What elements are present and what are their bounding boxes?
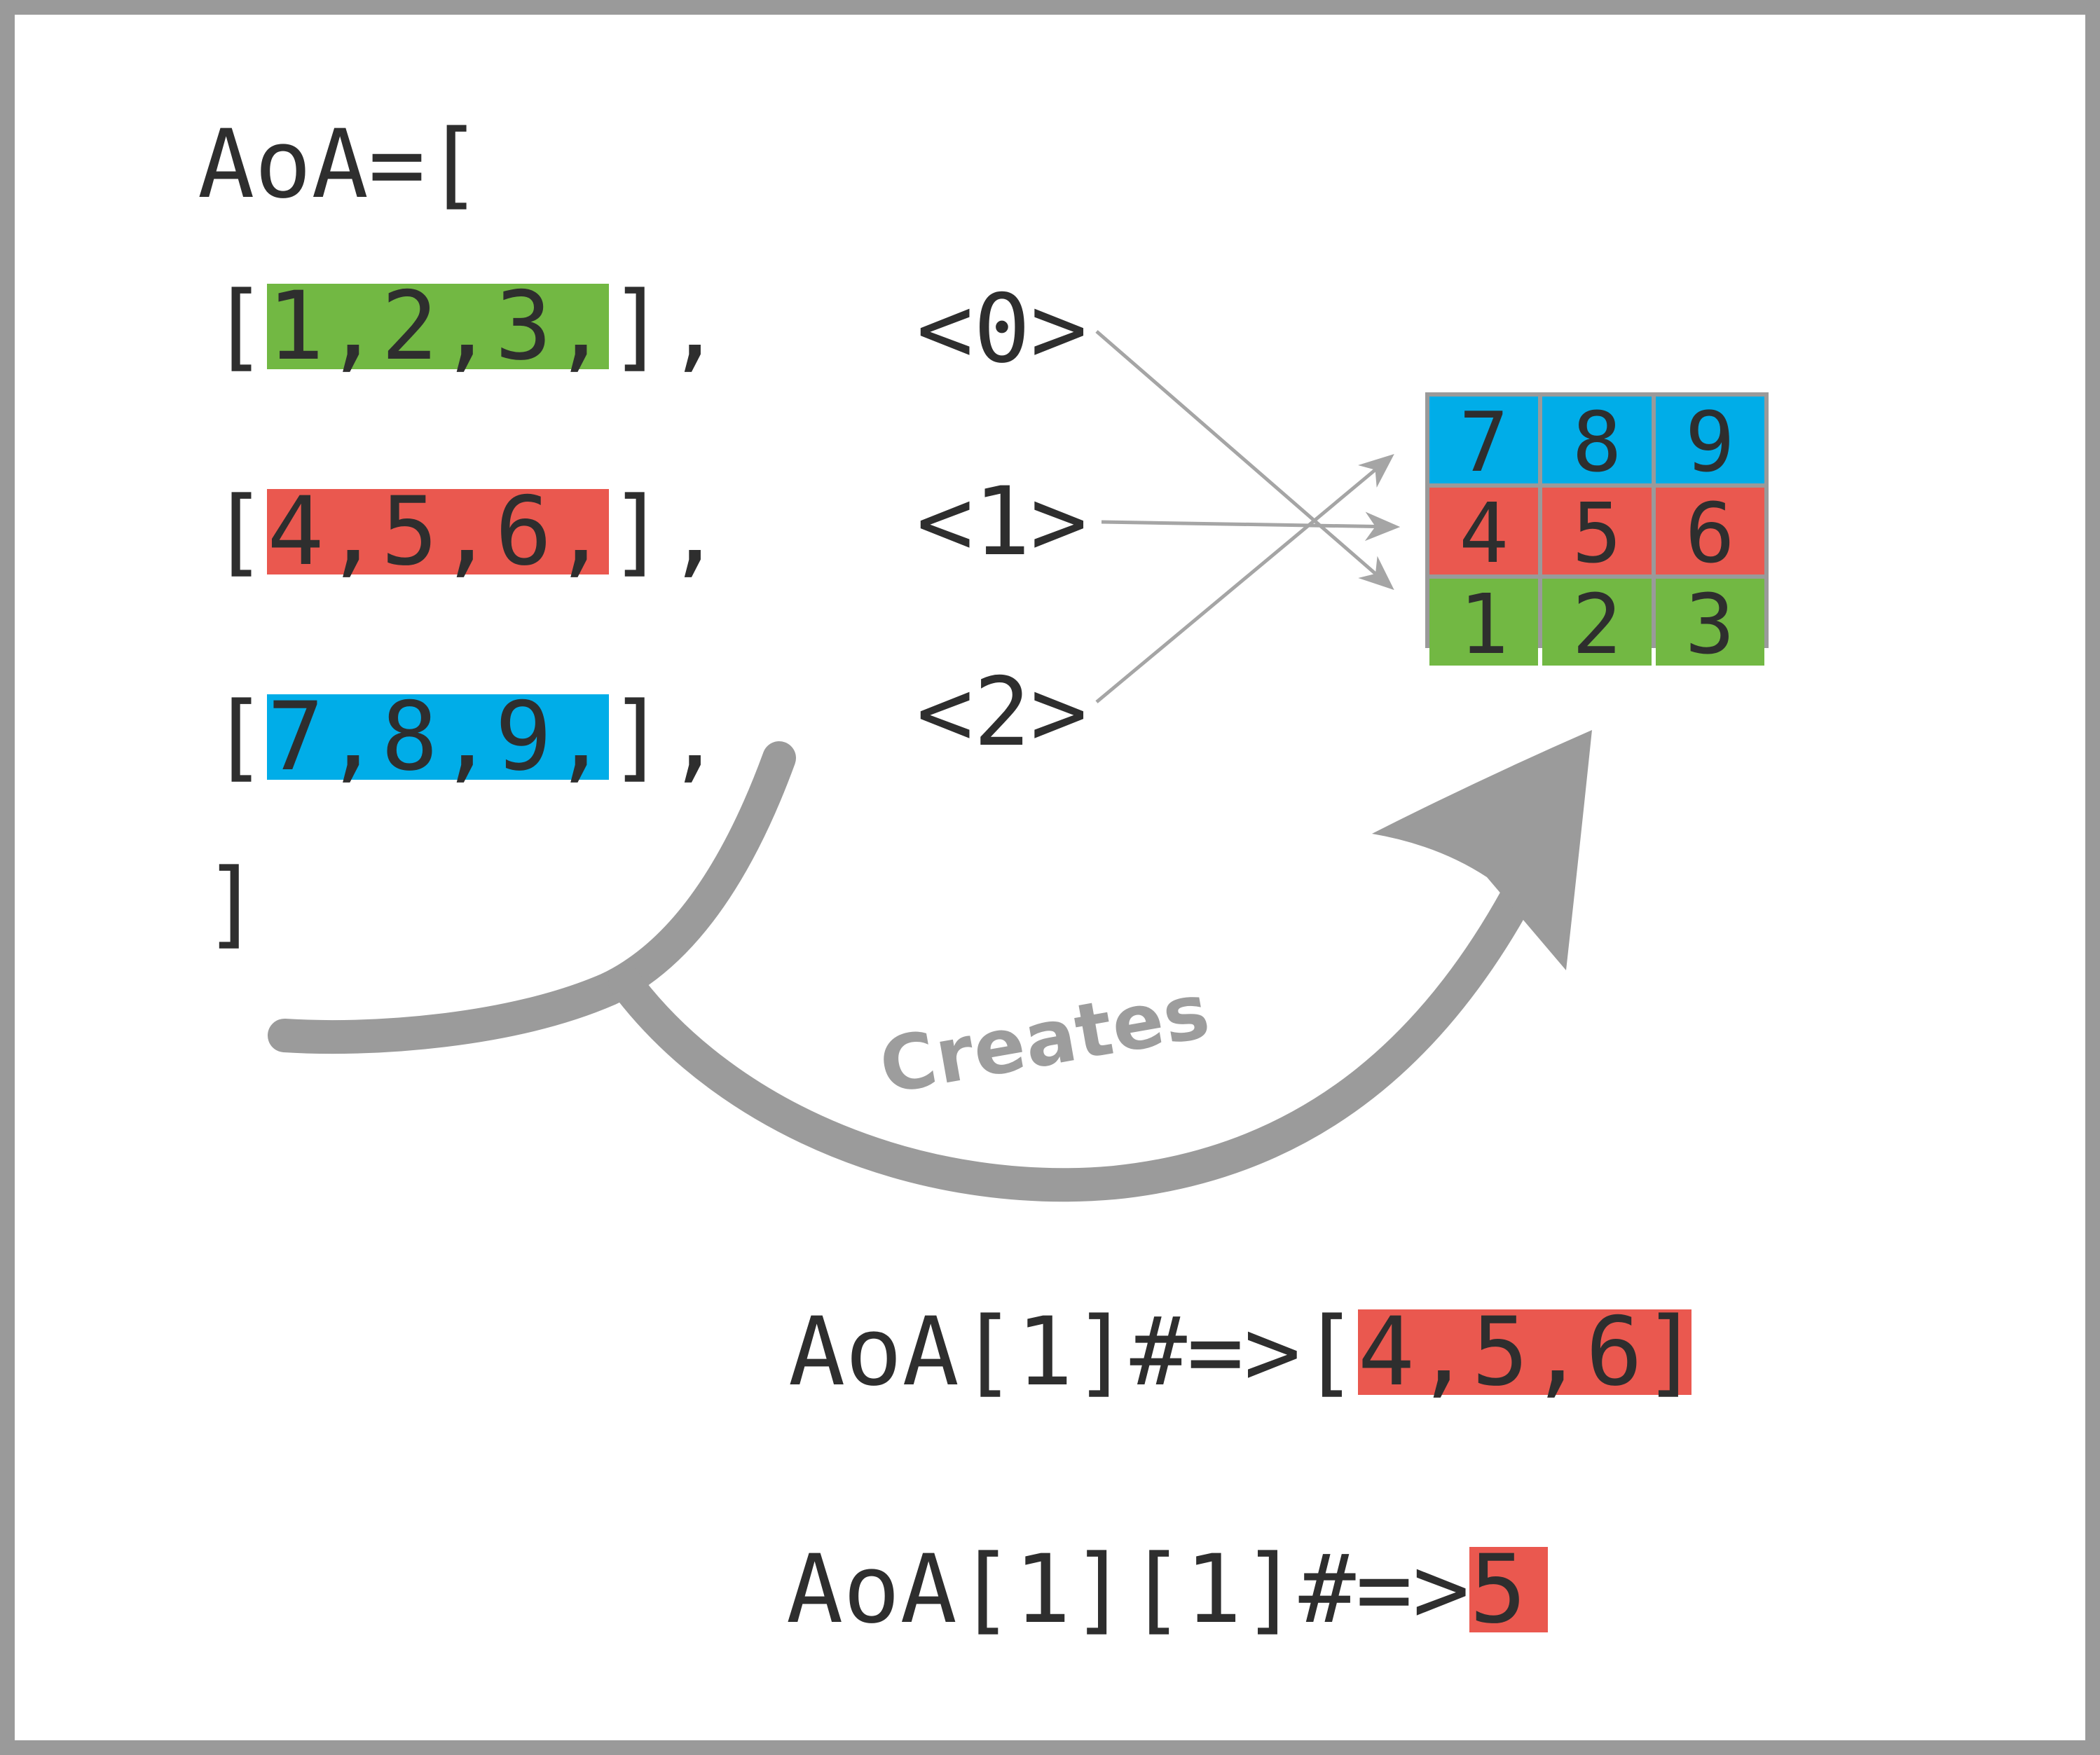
row-0-open-bracket: [: [210, 271, 268, 381]
creates-arrowhead-icon: [1372, 730, 1592, 970]
matrix-cell-0-2: 9: [1655, 397, 1764, 483]
example-2-prefix: AoA[1][1]#=>: [786, 1534, 1470, 1644]
matrix-cell-0-1: 8: [1542, 397, 1652, 483]
row-0-close-bracket: ],: [608, 271, 723, 381]
matrix-cell-0-0: 7: [1429, 397, 1539, 483]
matrix-cell-1-1: 5: [1542, 488, 1652, 574]
matrix-cell-1-0: 4: [1429, 488, 1539, 574]
row-1-close-bracket: ],: [608, 476, 723, 586]
row-2-values-highlight: 7,8,9,: [267, 682, 609, 792]
array-row-0: [1,2,3,],: [210, 279, 723, 373]
matrix-cell-2-2: 3: [1655, 579, 1764, 666]
matrix-cell-2-0: 1: [1429, 579, 1539, 666]
example-element-access: AoA[1][1]#=>5: [786, 1542, 1548, 1637]
row-1-values-highlight: 4,5,6,: [267, 476, 609, 586]
aoa-definition-header: AoA=[: [198, 109, 483, 219]
example-1-close-bracket: ]: [1642, 1297, 1700, 1407]
mapping-arrow-1: [1101, 511, 1401, 542]
matrix-cell-1-2: 6: [1655, 488, 1764, 574]
example-2-result-highlight: 5: [1469, 1542, 1548, 1637]
matrix-cell-2-1: 2: [1542, 579, 1652, 666]
index-label-0: <0>: [917, 274, 1087, 384]
row-2-open-bracket: [: [210, 682, 268, 792]
example-1-open-bracket: [: [1301, 1297, 1358, 1407]
index-label-1: <1>: [917, 467, 1087, 577]
array-row-2: [7,8,9,],: [210, 689, 723, 784]
mapping-arrow-0: [1095, 330, 1394, 591]
array-row-1: [4,5,6,],: [210, 484, 723, 579]
example-1-prefix: AoA[1]#=>: [788, 1297, 1301, 1407]
row-0-values-highlight: 1,2,3,: [267, 271, 609, 381]
result-matrix: 7 8 9 4 5 6 1 2 3: [1425, 392, 1769, 666]
row-1-open-bracket: [: [210, 476, 268, 586]
creates-arrow: [268, 730, 1592, 1202]
example-row-access: AoA[1]#=>[4,5,6]: [788, 1305, 1699, 1399]
row-2-close-bracket: ],: [608, 682, 723, 792]
aoa-definition-footer: ]: [203, 848, 261, 958]
creates-arrow-flourish: [268, 741, 796, 1054]
example-1-result-highlight: 4,5,6: [1357, 1305, 1692, 1399]
index-label-2: <2>: [917, 657, 1087, 767]
mapping-arrow-2: [1095, 453, 1394, 703]
creates-arrow-shaft: [608, 839, 1555, 1202]
